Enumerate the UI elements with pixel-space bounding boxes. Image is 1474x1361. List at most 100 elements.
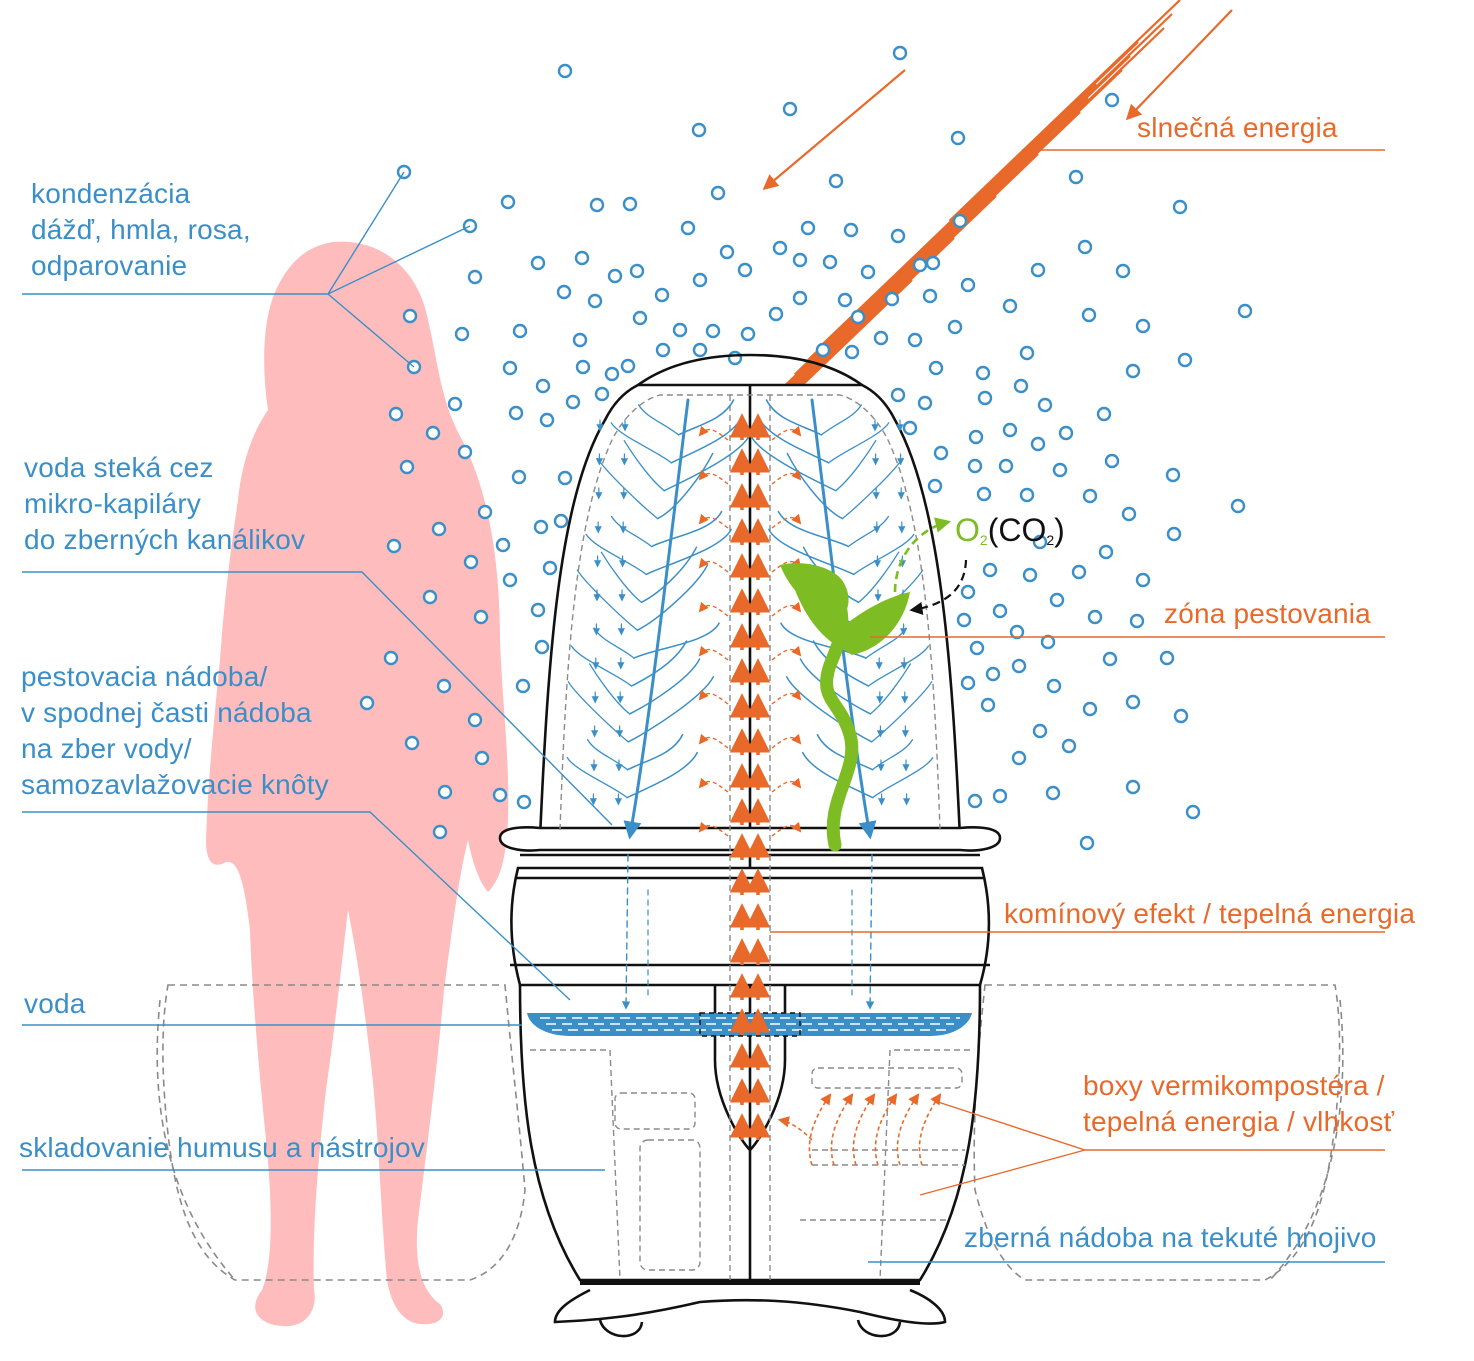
droplet-icon (892, 45, 908, 61)
droplet-icon (1082, 488, 1098, 504)
droplet-icon (1081, 307, 1097, 323)
droplet-icon (692, 272, 708, 288)
droplet-icon (927, 478, 943, 494)
droplet-icon (589, 197, 605, 213)
water-reservoir (527, 1012, 972, 1037)
droplet-icon (495, 537, 511, 553)
droplet-icon (447, 396, 463, 412)
droplet-icon (565, 394, 581, 410)
droplet-icon (772, 240, 788, 256)
droplet-icon (792, 252, 808, 268)
droplet-icon (1011, 658, 1027, 674)
droplet-icon (1125, 694, 1141, 710)
label-water: voda (24, 988, 86, 1019)
droplet-icon (710, 185, 726, 201)
leader-lines (22, 149, 1385, 1263)
droplet-icon (557, 63, 573, 79)
label-solar-energy: slnečná energia (1137, 112, 1338, 143)
droplet-icon (980, 697, 996, 713)
droplet-icon (1046, 678, 1062, 694)
droplet-icon (463, 554, 479, 570)
droplet-icon (969, 640, 985, 656)
label-condensation: kondenzácia dážď, hmla, rosa, odparovani… (31, 176, 251, 284)
label-chimney-effect: komínový efekt / tepelná energia (1004, 898, 1416, 929)
droplet-icon (542, 560, 558, 576)
droplet-icon (553, 513, 569, 529)
sun-ray (794, 125, 1055, 376)
droplet-icon (1030, 436, 1046, 452)
droplet-icon (998, 458, 1014, 474)
droplet-icon (457, 444, 473, 460)
droplet-icon (474, 750, 490, 766)
droplet-icon (502, 572, 518, 588)
droplet-icon (884, 291, 900, 307)
sun-ray (948, 0, 1181, 222)
droplet-icon (1030, 262, 1046, 278)
droplet-icon (530, 255, 546, 271)
droplet-icon (1173, 708, 1189, 724)
droplet-icon (828, 173, 844, 189)
droplet-icon (1040, 634, 1056, 650)
droplet-icon (1011, 750, 1027, 766)
droplet-icon (873, 330, 889, 346)
droplet-icon (1096, 406, 1112, 422)
droplet-icon (950, 130, 966, 146)
droplet-icon (1125, 363, 1141, 379)
label-line: pestovacia nádoba/ (21, 661, 268, 692)
droplet-icon (508, 405, 524, 421)
droplet-icon (388, 406, 404, 422)
droplet-icon (705, 323, 721, 339)
droplet-icon (654, 287, 670, 303)
droplet-icon (844, 344, 860, 360)
droplet-icon (431, 521, 447, 537)
chimney-heat-arrows (698, 413, 942, 1166)
droplet-icon (515, 678, 531, 694)
droplet-icon (1121, 506, 1137, 522)
o2-symbol: O (955, 512, 980, 548)
droplet-icon (917, 395, 933, 411)
co2-arrow (909, 559, 968, 615)
o2-arrow (893, 517, 952, 593)
droplet-icon (1087, 609, 1103, 625)
droplet-icon (1104, 453, 1120, 469)
droplet-icon (843, 222, 859, 238)
droplet-icon (792, 290, 808, 306)
droplet-icon (800, 220, 816, 236)
droplet-icon (952, 213, 968, 229)
droplet-icon (982, 562, 998, 578)
droplet-icon (1013, 378, 1029, 394)
sun-ray-arrow (1125, 9, 1233, 121)
droplet-icon (1079, 835, 1095, 851)
droplet-icon (925, 255, 941, 271)
droplet-icon (947, 319, 963, 335)
droplet-icon (740, 326, 756, 342)
droplet-icon (1002, 298, 1018, 314)
droplet-icon (822, 254, 838, 270)
droplet-icon (1172, 199, 1188, 215)
droplet-icon (620, 358, 636, 374)
droplet-icon (967, 793, 983, 809)
droplet-icon (956, 612, 972, 628)
co2-open: (CO (987, 512, 1047, 548)
droplet-icon (1104, 92, 1120, 108)
droplet-icon (1230, 498, 1246, 514)
droplet-icon (1037, 397, 1053, 413)
droplet-icon (454, 326, 470, 342)
label-line: dážď, hmla, rosa, (31, 214, 251, 245)
droplet-icon (512, 323, 528, 339)
droplet-icon (632, 310, 648, 326)
droplet-icon (692, 342, 708, 358)
droplet-icon (500, 194, 516, 210)
droplet-icon (359, 695, 375, 711)
droplet-icon (837, 292, 853, 308)
droplet-icon (1071, 564, 1087, 580)
droplet-icon (691, 122, 707, 138)
label-line: samozavlažovacie knôty (21, 769, 329, 800)
droplet-icon (1115, 263, 1131, 279)
droplet-icon (386, 538, 402, 554)
droplet-icon (977, 390, 993, 406)
droplet-icon (1032, 534, 1048, 550)
droplet-icon (902, 420, 918, 436)
droplet-icon (727, 350, 743, 366)
